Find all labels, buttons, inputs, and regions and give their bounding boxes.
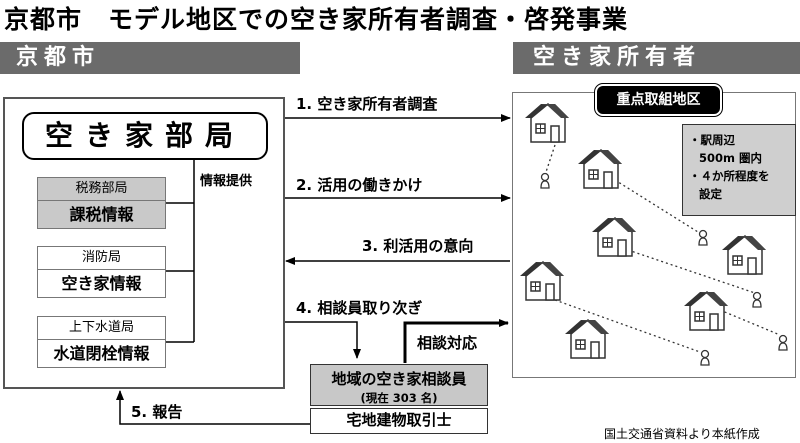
encourage-label: 2. 活用の働きかけ [296,176,423,194]
person-icon [698,229,708,246]
note-line: 500m 圏内 [699,151,762,165]
info-provision-label: 情報提供 [200,174,253,189]
consult-label: 相談対応 [417,334,478,352]
house-icon [524,103,570,143]
note-line: ・４か所程度を [689,169,770,183]
fire-dept-box: 消防局 空き家情報 [37,246,166,298]
house-icon [683,291,729,331]
person-icon [700,349,710,366]
intention-label: 3. 利活用の意向 [362,237,474,255]
house-icon [577,149,623,189]
dept-info: 課税情報 [69,205,134,224]
dept-name: 税務部局 [38,178,165,201]
house-icon [721,235,767,275]
priority-area-badge: 重点取組地区 [594,83,723,117]
note-line: ・駅周辺 [689,133,735,147]
consultant-box: 地域の空き家相談員 (現在 303 名) [310,364,488,406]
arrow-report [116,390,310,425]
dept-name: 上下水道局 [38,317,165,340]
tax-dept-box: 税務部局 課税情報 [37,177,166,229]
person-icon [752,291,762,308]
arrow-referral [285,321,361,359]
person-icon [778,334,788,351]
report-label: 5. 報告 [131,403,183,421]
kyoto-city-header: 京都市 [0,42,300,74]
page-title: 京都市 モデル地区での空き家所有者調査・啓発事業 [4,5,629,34]
dept-info: 水道閉栓情報 [53,344,150,363]
priority-area-note: ・駅周辺 500m 圏内 ・４か所程度を 設定 [682,124,796,216]
survey-label: 1. 空き家所有者調査 [296,95,438,113]
house-icon [519,261,565,301]
consultant-count: (現在 303 名) [360,391,438,405]
owner-header: 空き家所有者 [513,42,800,74]
arrow-consult [403,319,509,363]
consultant-title: 地域の空き家相談員 [331,370,467,388]
real-estate-agent-box: 宅地建物取引士 [310,408,488,434]
info-bracket [166,160,195,343]
house-icon [564,319,610,359]
dept-name: 消防局 [38,247,165,270]
dept-info: 空き家情報 [61,274,142,293]
person-icon [540,172,550,189]
source-note: 国土交通省資料より本紙作成 [604,427,760,441]
water-dept-box: 上下水道局 水道閉栓情報 [37,316,166,368]
note-line: 設定 [699,187,722,201]
house-icon [591,217,637,257]
vacant-house-dept-box: 空き家部局 [22,112,268,160]
referral-label: 4. 相談員取り次ぎ [296,299,423,317]
